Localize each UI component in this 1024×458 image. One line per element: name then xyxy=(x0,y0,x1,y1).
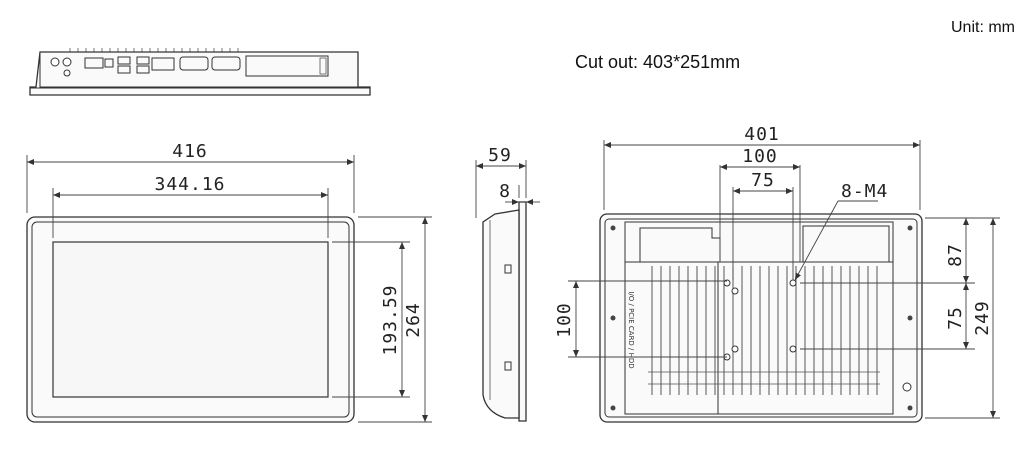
rear-hole-vertical-100-label: 100 xyxy=(554,302,575,338)
front-screen-width-label: 344.16 xyxy=(154,174,225,195)
front-height-label: 264 xyxy=(403,302,424,338)
front-view: 416 344.16 193.59 264 xyxy=(26,141,432,423)
side-depth-label: 59 xyxy=(488,145,512,166)
side-view: 59 8 xyxy=(475,145,540,422)
top-view-fins xyxy=(69,48,239,52)
rear-view: I/O / PCIE CARD / HDD 401 100 75 8-M4 87… xyxy=(554,124,1000,423)
unit-label: Unit: mm xyxy=(951,19,1015,36)
rear-height-label: 249 xyxy=(972,300,993,336)
rear-side-label: I/O / PCIE CARD / HDD xyxy=(627,291,635,368)
rear-heatsink-fins xyxy=(648,266,880,395)
rear-hole-75-label: 75 xyxy=(751,170,775,191)
io-ports xyxy=(50,55,329,77)
rear-top-to-hole-label: 87 xyxy=(945,243,966,267)
front-screen-height-label: 193.59 xyxy=(380,284,401,355)
rear-hole-vertical-75-label: 75 xyxy=(945,306,966,330)
mounting-holes xyxy=(610,225,913,411)
rear-width-label: 401 xyxy=(744,124,780,145)
side-bezel-label: 8 xyxy=(499,181,511,202)
screw-callout-label: 8-M4 xyxy=(841,181,888,202)
rear-hole-100-label: 100 xyxy=(742,146,778,167)
cutout-label: Cut out: 403*251mm xyxy=(575,52,740,72)
front-width-label: 416 xyxy=(172,141,208,162)
top-view xyxy=(29,48,371,96)
